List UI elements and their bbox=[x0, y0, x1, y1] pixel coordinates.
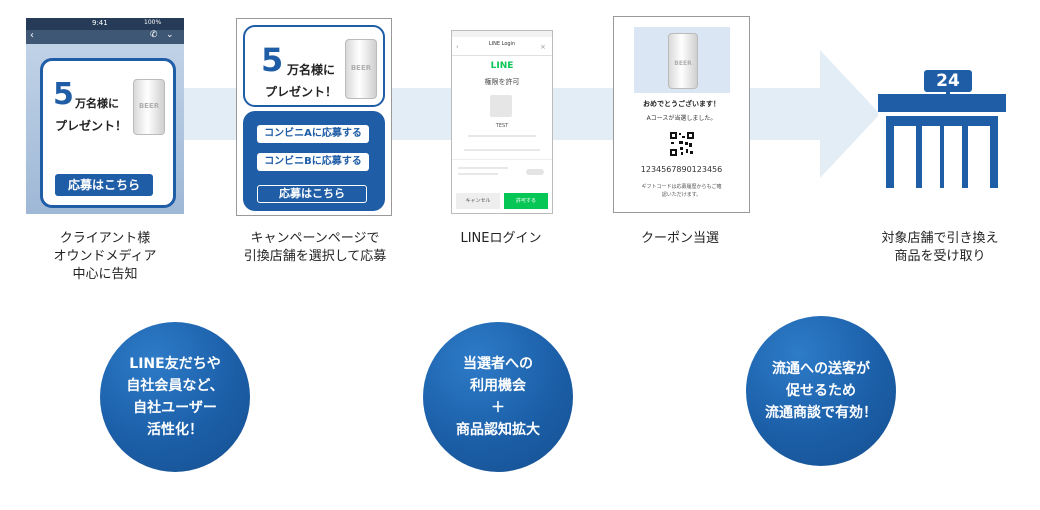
store-b-button[interactable]: コンビニBに応募する bbox=[257, 153, 369, 171]
back-icon: ‹ bbox=[30, 30, 34, 41]
benefit-circle-distribution: 流通への送客が 促せるため 流通商談で有効！ bbox=[746, 316, 896, 466]
status-time: 9:41 bbox=[92, 19, 108, 27]
placeholder-line bbox=[464, 149, 540, 151]
step2-caption: キャンペーンページで 引換店舗を選択して応募 bbox=[243, 231, 387, 264]
back-icon[interactable]: ‹ bbox=[456, 43, 459, 51]
note-line1: ギフトコードは応募履歴からもご確 bbox=[641, 184, 722, 190]
benefit-circle-product-awareness: 当選者への 利用機会 ＋ 商品認知拡大 bbox=[423, 322, 573, 472]
apply-button[interactable]: 応募はこちら bbox=[257, 185, 367, 203]
app-name: TEST bbox=[495, 123, 509, 129]
store-stripe bbox=[878, 112, 1006, 116]
status-bar bbox=[452, 31, 552, 37]
flow-arrow-head bbox=[820, 50, 880, 178]
prize-text: 万名様に bbox=[75, 97, 119, 110]
store-sign: 24 bbox=[924, 70, 972, 92]
step5-caption: 対象店舗で引き換え 商品を受け取り bbox=[881, 231, 999, 264]
store-select-panel: コンビニAに応募する コンビニBに応募する 応募はこちら bbox=[243, 111, 385, 211]
nav-bar: ‹ ✆ ⌄ bbox=[26, 30, 184, 44]
allow-button[interactable]: 許可する bbox=[504, 193, 548, 209]
campaign-page: 5 万名様に プレゼント！ BEER コンビニAに応募する コンビニBに応募する… bbox=[236, 18, 392, 216]
coupon-screen: BEER おめでとうございます！ Aコースが当選しました。 1234567890… bbox=[613, 16, 750, 213]
line-login-screen: LINE Login ‹ × LINE 権限を許可 TEST キャンセル 許可す… bbox=[451, 30, 553, 214]
beer-can-icon: BEER bbox=[345, 39, 377, 99]
client-media-phone: 9:41 100% ‹ ✆ ⌄ 5 万名様に プレゼント！ BEER 応募はこち… bbox=[26, 18, 184, 214]
phone-icon: ✆ bbox=[150, 30, 158, 40]
divider bbox=[452, 159, 552, 160]
coupon-code: 1234567890123456 bbox=[640, 165, 723, 174]
prize-number: 5 bbox=[261, 41, 284, 79]
permission-title: 権限を許可 bbox=[484, 78, 520, 86]
prize-number: 5 bbox=[53, 77, 74, 112]
campaign-banner: 5 万名様に プレゼント！ BEER bbox=[243, 25, 385, 107]
line-logo: LINE bbox=[490, 61, 514, 71]
beer-can-icon: BEER bbox=[668, 33, 698, 89]
cancel-button[interactable]: キャンセル bbox=[456, 193, 500, 209]
apply-button[interactable]: 応募はこちら bbox=[55, 174, 153, 196]
result-text: Aコースが当選しました。 bbox=[646, 115, 717, 122]
close-icon[interactable]: × bbox=[540, 43, 546, 51]
chevron-down-icon: ⌄ bbox=[166, 30, 174, 40]
step4-caption: クーポン当選 bbox=[640, 231, 719, 246]
store-door bbox=[944, 126, 962, 188]
step1-caption: クライアント様 オウンドメディア 中心に告知 bbox=[53, 231, 157, 282]
placeholder-line bbox=[468, 135, 536, 137]
store-a-button[interactable]: コンビニAに応募する bbox=[257, 125, 369, 143]
qr-code-icon bbox=[669, 131, 695, 157]
step3-caption: LINEログイン bbox=[460, 231, 542, 246]
login-header: LINE Login bbox=[488, 41, 516, 47]
store-window bbox=[894, 126, 916, 188]
beer-can-icon: BEER bbox=[133, 79, 165, 135]
product-image: BEER bbox=[634, 27, 730, 93]
app-icon bbox=[490, 95, 512, 117]
status-bar: 9:41 100% bbox=[26, 18, 184, 30]
status-battery: 100% bbox=[144, 19, 162, 26]
divider bbox=[452, 55, 552, 56]
convenience-store-icon bbox=[886, 116, 998, 188]
placeholder-line bbox=[458, 173, 498, 175]
store-roof bbox=[878, 94, 1006, 112]
prize-line2: プレゼント！ bbox=[55, 119, 128, 133]
placeholder-line bbox=[458, 167, 508, 169]
prize-text: 万名様に bbox=[287, 63, 336, 77]
note-line2: 認いただけます。 bbox=[661, 192, 702, 198]
congrats-text: おめでとうございます！ bbox=[643, 100, 720, 108]
toggle[interactable] bbox=[526, 169, 544, 175]
campaign-card: 5 万名様に プレゼント！ BEER 応募はこちら bbox=[40, 58, 176, 208]
benefit-circle-user-activation: LINE友だちや 自社会員など、 自社ユーザー 活性化！ bbox=[100, 322, 250, 472]
store-door bbox=[922, 126, 940, 188]
store-window bbox=[968, 126, 990, 188]
prize-line2: プレゼント！ bbox=[265, 85, 338, 99]
